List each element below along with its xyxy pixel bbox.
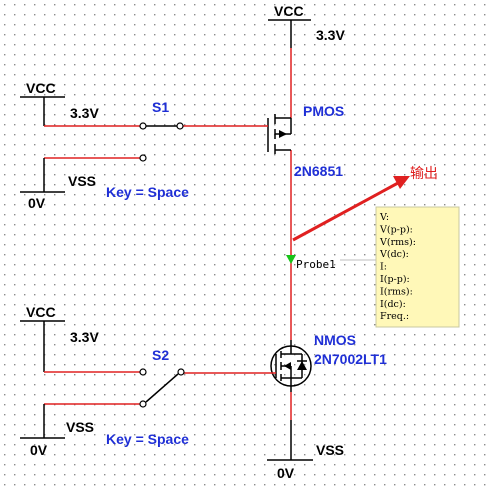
probe-readout-line: V(dc): xyxy=(379,249,409,260)
bottom-vss-name: VSS xyxy=(316,442,344,458)
pmos-part-label: 2N6851 xyxy=(294,163,343,179)
s1-key-label: Key = Space xyxy=(106,184,189,200)
probe-readout-line: V(rms): xyxy=(379,237,416,248)
probe-name: Probe1 xyxy=(296,258,336,271)
s2-vcc-name: VCC xyxy=(26,304,56,320)
switch-s1[interactable] xyxy=(139,122,184,162)
pmos-transistor[interactable] xyxy=(183,114,292,154)
bottom-vss-supply: VSS 0V xyxy=(267,420,344,481)
s1-vss-value: 0V xyxy=(28,195,46,211)
top-vcc-name: VCC xyxy=(274,3,304,19)
s1-vss-supply: VSS 0V xyxy=(20,157,140,211)
probe-marker[interactable] xyxy=(286,255,296,264)
probe-readout-line: V: xyxy=(379,212,389,223)
s2-vss-value: 0V xyxy=(30,442,48,458)
probe-readout-line: I(p-p): xyxy=(380,274,410,285)
top-vcc-value: 3.3V xyxy=(316,27,345,43)
probe-readouts: V:V(p-p): V(rms):V(dc): I:I(p-p):I(rms): I(… xyxy=(379,212,416,322)
s2-key-label: Key = Space xyxy=(106,431,189,447)
s1-vcc-value: 3.3V xyxy=(70,105,99,121)
output-label: 输出 xyxy=(410,166,438,182)
probe-readout-line: I(dc): xyxy=(380,299,406,310)
s1-vcc-supply: VCC 3.3V xyxy=(20,80,140,127)
s2-vcc-value: 3.3V xyxy=(70,329,99,345)
s1-vcc-name: VCC xyxy=(26,80,56,96)
s2-name-label: S2 xyxy=(152,347,169,363)
probe-readout-line: I: xyxy=(380,262,387,273)
s1-vss-name: VSS xyxy=(68,173,96,189)
s1-name-label: S1 xyxy=(152,99,169,115)
s2-vcc-supply: VCC 3.3V xyxy=(20,304,140,373)
probe-readout-line: I(rms): xyxy=(380,286,413,297)
nmos-type-label: NMOS xyxy=(314,332,356,348)
s2-vss-name: VSS xyxy=(66,419,94,435)
nmos-transistor[interactable] xyxy=(184,340,312,392)
pmos-type-label: PMOS xyxy=(303,103,344,119)
probe-readout-line: V(p-p): xyxy=(379,224,413,235)
output-arrow xyxy=(292,176,410,242)
probe-readout-line: Freq.: xyxy=(380,311,409,322)
bottom-vss-value: 0V xyxy=(277,465,295,481)
nmos-part-label: 2N7002LT1 xyxy=(314,351,387,367)
switch-s2[interactable] xyxy=(139,368,185,408)
s2-vss-supply: VSS 0V xyxy=(20,403,140,458)
probe-readout-box: V:V(p-p): V(rms):V(dc): I:I(p-p):I(rms): I(… xyxy=(375,206,460,328)
top-vcc-supply: VCC 3.3V xyxy=(268,3,345,48)
